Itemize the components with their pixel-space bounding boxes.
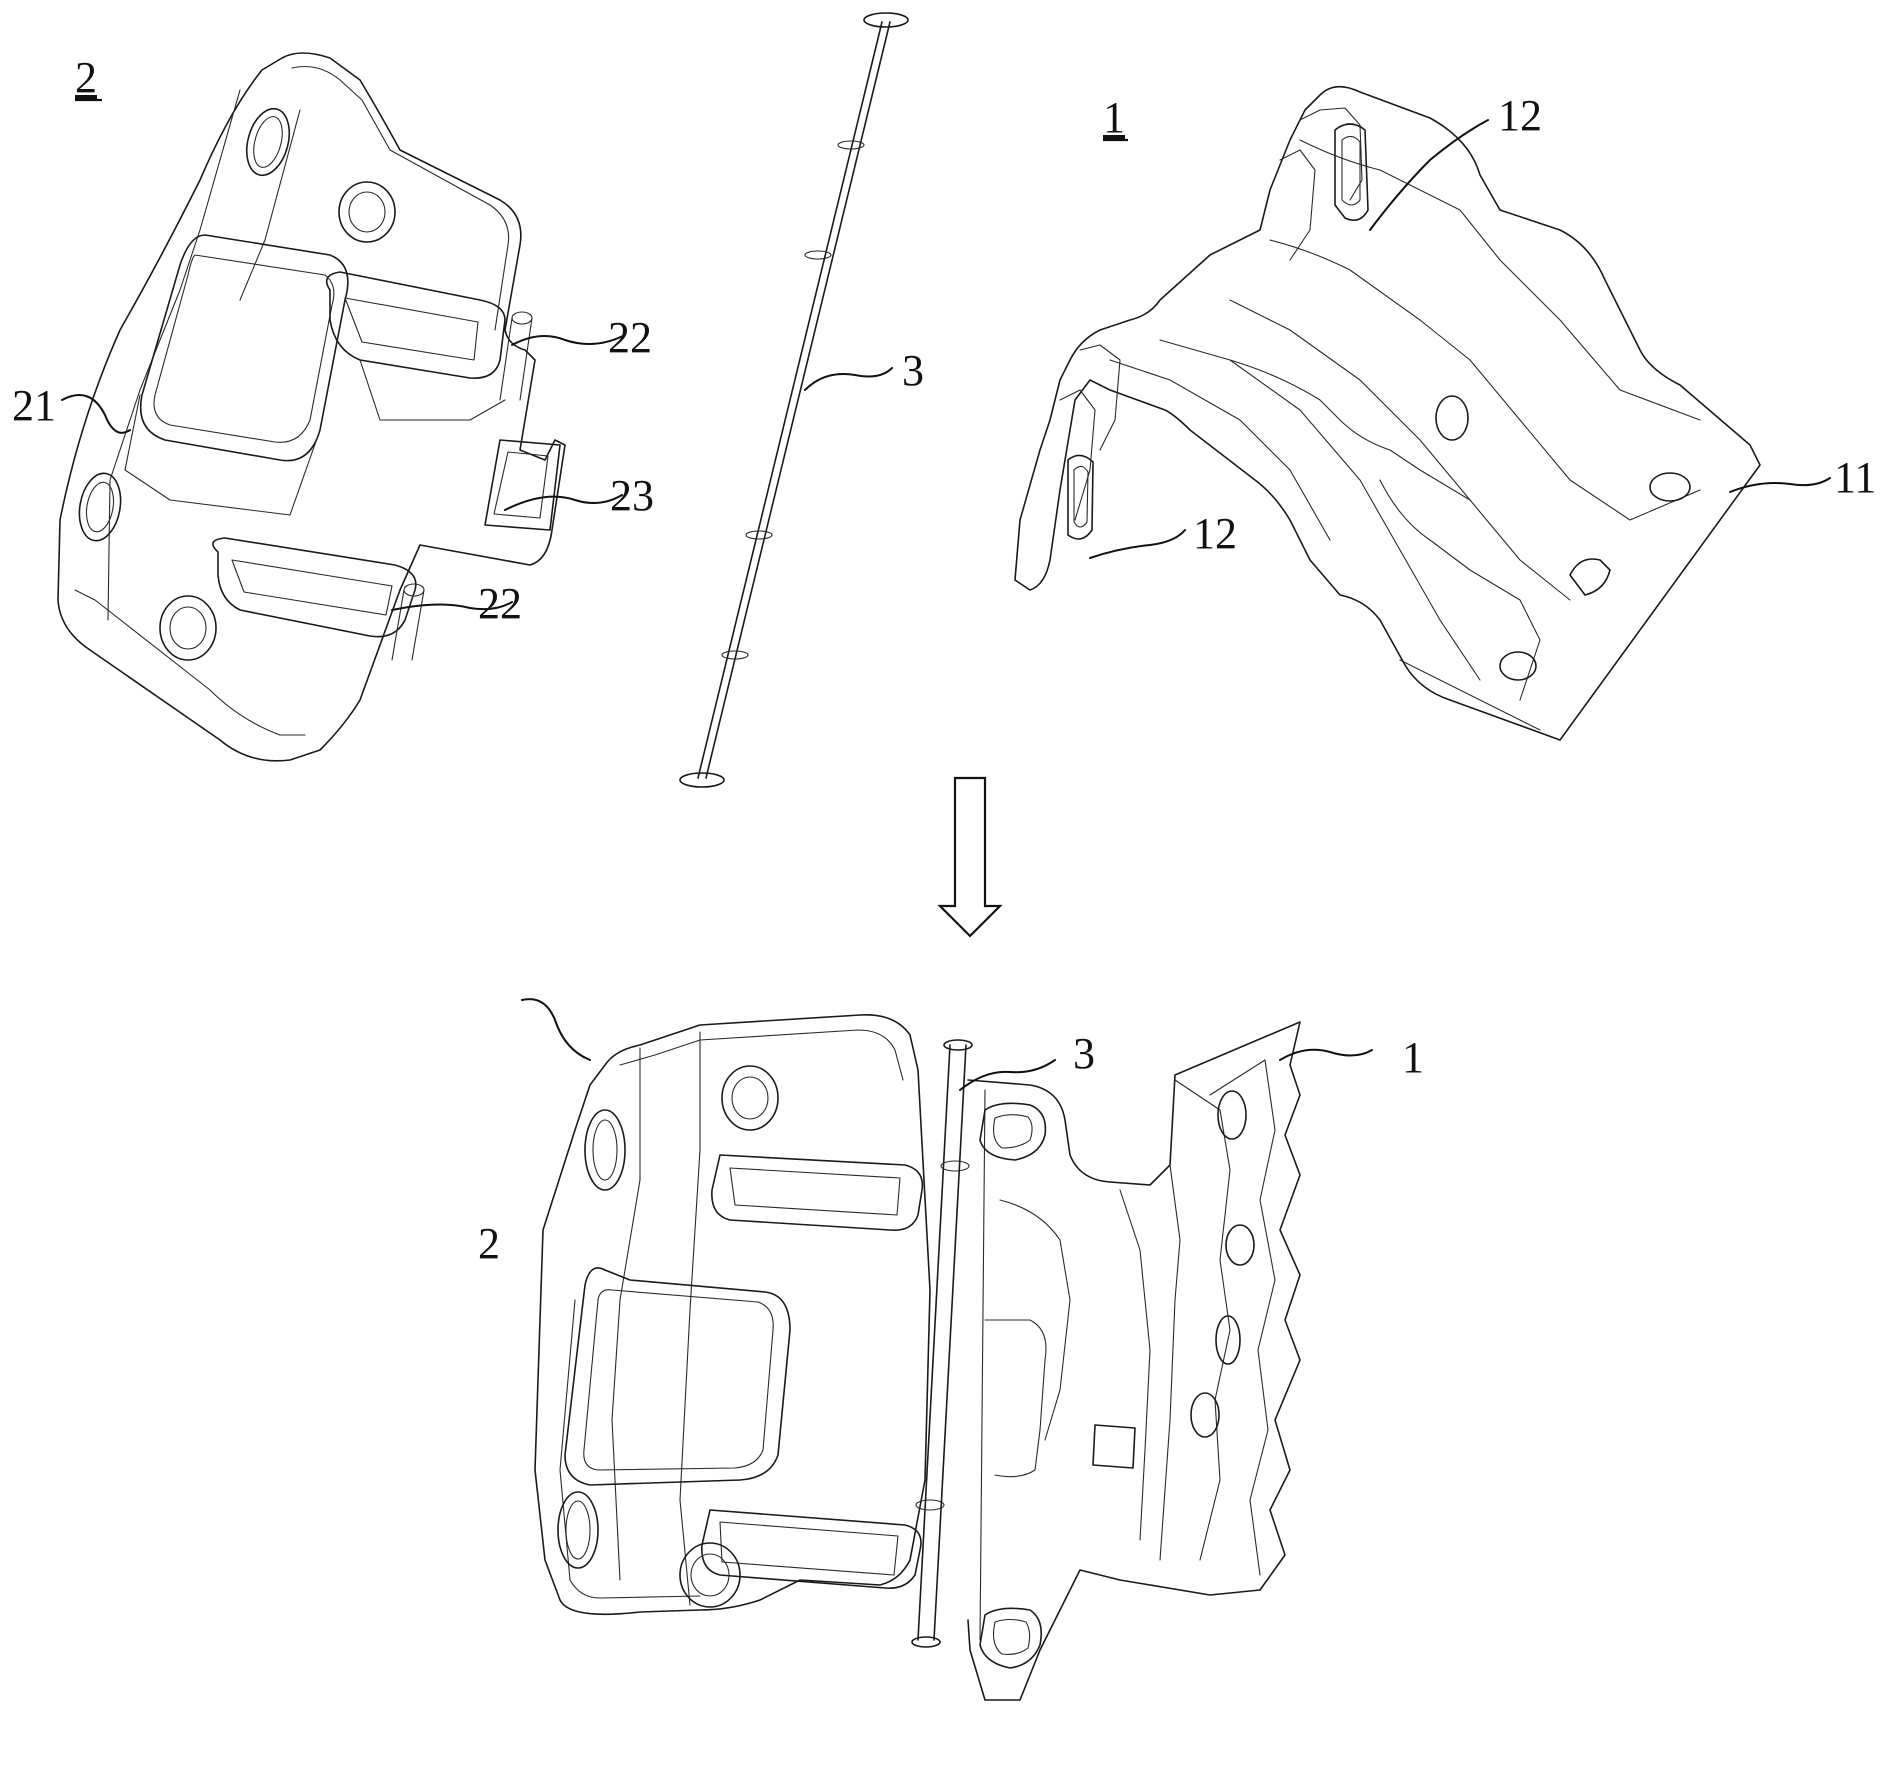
- part-2-title: 2: [75, 53, 97, 102]
- label-22-top: 22: [608, 313, 652, 362]
- assembly-arrow: [940, 778, 1000, 936]
- assembly-label-1: 1: [1402, 1033, 1424, 1082]
- part-2-drawing: [58, 53, 565, 761]
- label-3-top: 3: [902, 346, 924, 395]
- part-1-drawing: [1015, 87, 1760, 740]
- assembly-label-2: 2: [478, 1219, 500, 1268]
- label-12-bottom: 12: [1193, 509, 1237, 558]
- labels: 2 21 22 23 22 3 1 12 12 11 2 3 1: [12, 53, 1876, 1268]
- part-1-title: 1: [1103, 93, 1125, 142]
- pin-3-drawing: [680, 13, 908, 787]
- assembly-drawing: [535, 1015, 1300, 1700]
- label-23: 23: [610, 471, 654, 520]
- label-12-top: 12: [1498, 91, 1542, 140]
- label-11: 11: [1834, 453, 1876, 502]
- label-22-bottom: 22: [478, 579, 522, 628]
- assembly-label-3: 3: [1073, 1029, 1095, 1078]
- label-21: 21: [12, 381, 56, 430]
